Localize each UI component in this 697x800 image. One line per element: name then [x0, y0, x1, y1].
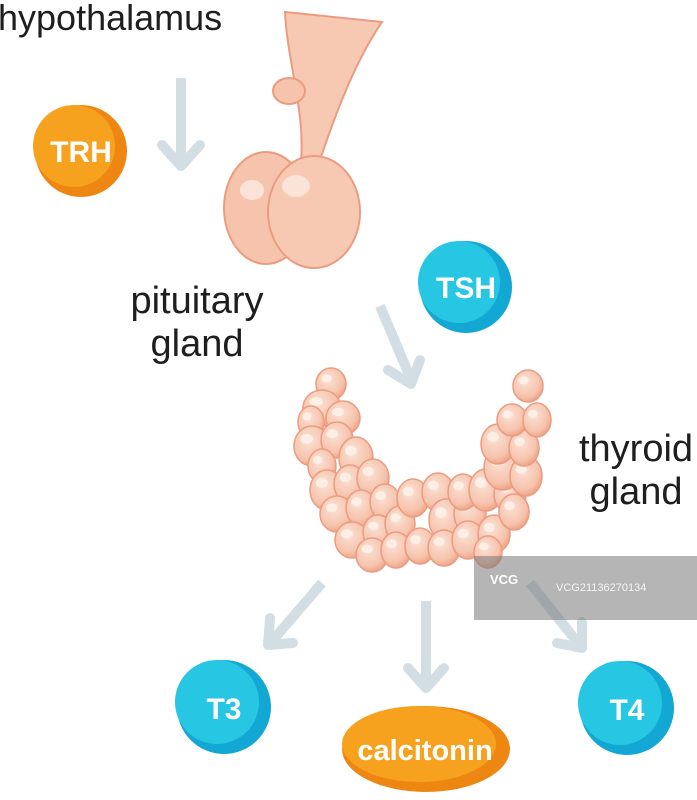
thyroid-lobule-highlight [309, 397, 323, 407]
thyroid-lobule-highlight [326, 429, 338, 439]
thyroid-label-line1: thyroid [578, 428, 694, 470]
trh-label: TRH [50, 136, 112, 169]
thyroid-gland-illustration [293, 367, 552, 573]
thyroid-lobule-highlight [433, 537, 445, 547]
arrow-hypothalamus-to-pituitary [157, 78, 205, 171]
thyroid-label-line2: gland [589, 470, 683, 513]
watermark-id: VCG21136270134 [556, 582, 647, 594]
calcitonin-label: calcitonin [357, 735, 492, 767]
thyroid-lobule-highlight [361, 544, 373, 554]
thyroid-lobule-highlight [386, 539, 397, 549]
thyroid-lobule-highlight [390, 513, 401, 523]
thyroid-lobule-highlight [502, 410, 513, 419]
thyroid-lobule-highlight [325, 503, 338, 513]
pituitary-gland-illustration [223, 10, 384, 269]
thyroid-lobule-highlight [514, 437, 525, 447]
tsh-label: TSH [436, 272, 496, 305]
thyroid-lobule-highlight [486, 432, 499, 442]
thyroid-lobule-highlight [504, 501, 515, 511]
arrow-pituitary-to-thyroid [375, 304, 425, 389]
trh-badge: TRH [33, 105, 127, 197]
pituitary-label-line2: gland [150, 322, 244, 365]
thyroid-lobule-highlight [302, 412, 312, 421]
thyroid-lobule [522, 402, 552, 438]
thyroid-lobule-highlight [457, 528, 469, 539]
arrow-thyroid-to-t3 [263, 579, 326, 650]
thyroid-lobule-highlight [402, 486, 414, 497]
thyroid-lobule-highlight [427, 480, 439, 491]
pituitary-label-line1: pituitary [130, 280, 264, 322]
thyroid-lobule-highlight [434, 507, 447, 518]
t4-badge: T4 [578, 661, 674, 755]
thyroid-lobule-highlight [344, 445, 357, 456]
thyroid-lobule-highlight [339, 472, 351, 483]
thyroid-lobule-highlight [474, 477, 487, 488]
thyroid-lobule-highlight [527, 409, 538, 419]
t3-badge: T3 [175, 660, 271, 754]
t4-label: T4 [609, 694, 644, 727]
thyroid-lobule [498, 493, 530, 531]
thyroid-lobule-highlight [312, 455, 323, 465]
calcitonin-badge: calcitonin [342, 706, 510, 792]
thyroid-lobule-highlight [300, 434, 313, 444]
thyroid-lobule-highlight [375, 491, 386, 501]
thyroid-lobule-highlight [518, 376, 529, 385]
tsh-badge: TSH [418, 241, 512, 333]
thyroid-gland-label: thyroid gland [572, 428, 697, 513]
thyroid-lobule-highlight [368, 521, 379, 531]
watermark-banner: VCG VCG21136270134 [474, 556, 697, 620]
thyroid-lobule-highlight [483, 522, 495, 533]
watermark-logo: VCG [490, 572, 519, 587]
thyroid-lobule-highlight [410, 535, 421, 545]
arrow-thyroid-to-calcitonin [403, 601, 449, 693]
thyroid-lobule-highlight [478, 542, 489, 551]
thyroid-lobule-highlight [351, 497, 362, 507]
thyroid-lobule-highlight [453, 481, 464, 491]
thyroid-lobule-highlight [340, 529, 353, 539]
thyroid-lobule-highlight [315, 478, 328, 488]
thyroid-lobule-highlight [321, 374, 332, 383]
hypothalamus-label: hypothalamus [0, 0, 223, 38]
thyroid-lobule-highlight [331, 407, 344, 417]
thyroid-lobule [512, 369, 544, 403]
pituitary-gland-label: pituitary gland [118, 280, 276, 365]
t3-label: T3 [206, 693, 241, 726]
thyroid-lobule-highlight [362, 466, 374, 477]
